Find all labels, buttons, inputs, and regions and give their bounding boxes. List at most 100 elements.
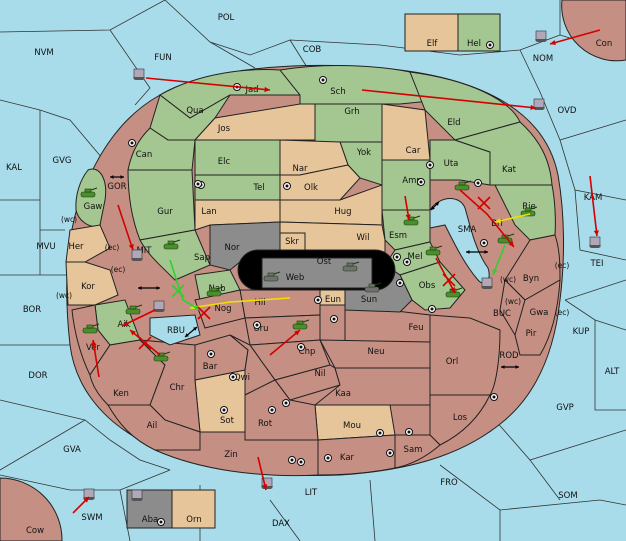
order-arrow (257, 456, 267, 491)
territory-gaw[interactable] (75, 168, 107, 227)
order-arrowhead (122, 321, 128, 326)
order-arrowhead (593, 230, 599, 236)
territory-pir[interactable] (514, 279, 561, 356)
coast-label-wc-gwa: (wc) (505, 297, 521, 306)
sea-label-alt: ALT (605, 367, 620, 377)
order-arrow (169, 259, 201, 311)
land-label-obs: Obs (419, 281, 436, 291)
territory-orn[interactable] (171, 489, 216, 529)
territory-her[interactable] (65, 224, 111, 263)
territory-ail[interactable] (107, 404, 201, 451)
territory-sap[interactable] (139, 229, 211, 281)
land-label-uta: Uta (444, 159, 459, 169)
army-unit[interactable] (163, 239, 181, 250)
coast-label-wc-her: (wc) (61, 215, 77, 224)
land-label-mel: Mel (408, 252, 423, 262)
territory-kor[interactable] (65, 261, 119, 306)
land-label-rot: Rot (258, 419, 273, 429)
order-arrowhead (294, 330, 300, 336)
army-unit[interactable] (206, 286, 224, 297)
territory-con[interactable] (561, 0, 626, 62)
supply-centre-dot (407, 430, 411, 434)
army-unit[interactable] (292, 319, 310, 330)
territory-kar[interactable] (317, 434, 396, 476)
territory-kaa[interactable] (313, 367, 431, 406)
territory-jos[interactable] (193, 103, 316, 141)
army-unit[interactable] (425, 245, 443, 256)
army-unit[interactable] (263, 271, 281, 282)
land-label-elf: Elf (427, 39, 439, 49)
sea-label-lit: LIT (305, 488, 318, 498)
red-territories (71, 234, 561, 477)
territory-hil[interactable] (239, 289, 321, 319)
sea-label-mit: MIT (136, 246, 152, 256)
territory-hug[interactable] (279, 184, 383, 226)
army-unit[interactable] (342, 261, 360, 272)
territory-orl[interactable] (429, 314, 501, 396)
fleet-unit[interactable] (589, 236, 601, 248)
territory-gur[interactable] (127, 169, 196, 241)
sea-label-ovd: OVD (558, 106, 577, 116)
fleet-unit[interactable] (133, 68, 145, 80)
adjacency-marker-head (185, 333, 189, 337)
land-label-nil: Nil (314, 369, 325, 379)
order-arrowhead (508, 241, 514, 247)
supply-centre-dot (492, 395, 496, 399)
sea-label-kup: KUP (573, 327, 590, 337)
fleet-unit[interactable] (83, 488, 95, 500)
territory-zin[interactable] (154, 431, 319, 477)
territory-elc[interactable] (194, 139, 281, 176)
territory-elf[interactable] (404, 13, 459, 52)
sea-label-gva: GVA (63, 445, 81, 455)
land-label-sch: Sch (330, 87, 345, 97)
fleet-unit[interactable] (481, 277, 493, 289)
army-unit[interactable] (80, 187, 98, 198)
fleet-unit[interactable] (535, 30, 547, 42)
land-label-los: Los (453, 413, 468, 423)
army-unit[interactable] (82, 323, 100, 334)
sea-label-swm: SWM (81, 513, 102, 523)
land-label-byn: Byn (523, 274, 539, 284)
fleet-unit[interactable] (131, 489, 143, 501)
army-unit[interactable] (445, 287, 463, 298)
army-unit[interactable] (125, 304, 143, 315)
sea-sma-inlet[interactable] (429, 198, 490, 284)
sea-label-sma: SMA (458, 225, 477, 235)
territory-tel[interactable] (194, 174, 281, 201)
order-arrowhead (450, 287, 455, 293)
supply-centre-dot (419, 180, 423, 184)
adjacency-marker-head (515, 365, 519, 369)
sea-label-dor: DOR (28, 371, 47, 381)
land-label-skr: Skr (285, 237, 299, 247)
sea-label-gor: GOR (107, 182, 126, 192)
sea-label-rod: ROD (499, 351, 519, 361)
territory-can[interactable] (127, 127, 196, 171)
army-unit[interactable] (454, 180, 472, 191)
territory-cow[interactable] (0, 477, 63, 541)
army-unit[interactable] (364, 282, 382, 293)
supply-centre-dot (209, 352, 213, 356)
sea-rbu-inlet[interactable] (149, 314, 201, 346)
fleet-unit[interactable] (153, 300, 165, 312)
order-arrowhead (495, 218, 501, 224)
land-label-zin: Zin (224, 450, 238, 460)
army-unit[interactable] (153, 351, 171, 362)
supply-centre-dot (270, 408, 274, 412)
army-unit[interactable] (403, 215, 421, 226)
units (80, 30, 601, 501)
territory-car[interactable] (381, 103, 431, 161)
fleet-unit[interactable] (131, 249, 143, 261)
territory-sam[interactable] (394, 434, 441, 469)
land-label-nor: Nor (224, 243, 240, 253)
sea-label-nvm: NVM (34, 48, 54, 58)
territory-ver[interactable] (71, 304, 111, 376)
land-label-hel: Hel (467, 39, 481, 49)
sea-label-pol: POL (218, 13, 235, 23)
land-label-feu: Feu (408, 323, 423, 333)
land-label-olk: Olk (304, 183, 318, 193)
land-label-kat: Kat (502, 165, 517, 175)
supply-centre-dot (378, 431, 382, 435)
land-label-chr: Chr (170, 383, 185, 393)
order-arrow (549, 29, 601, 45)
land-label-web: Web (286, 273, 305, 283)
